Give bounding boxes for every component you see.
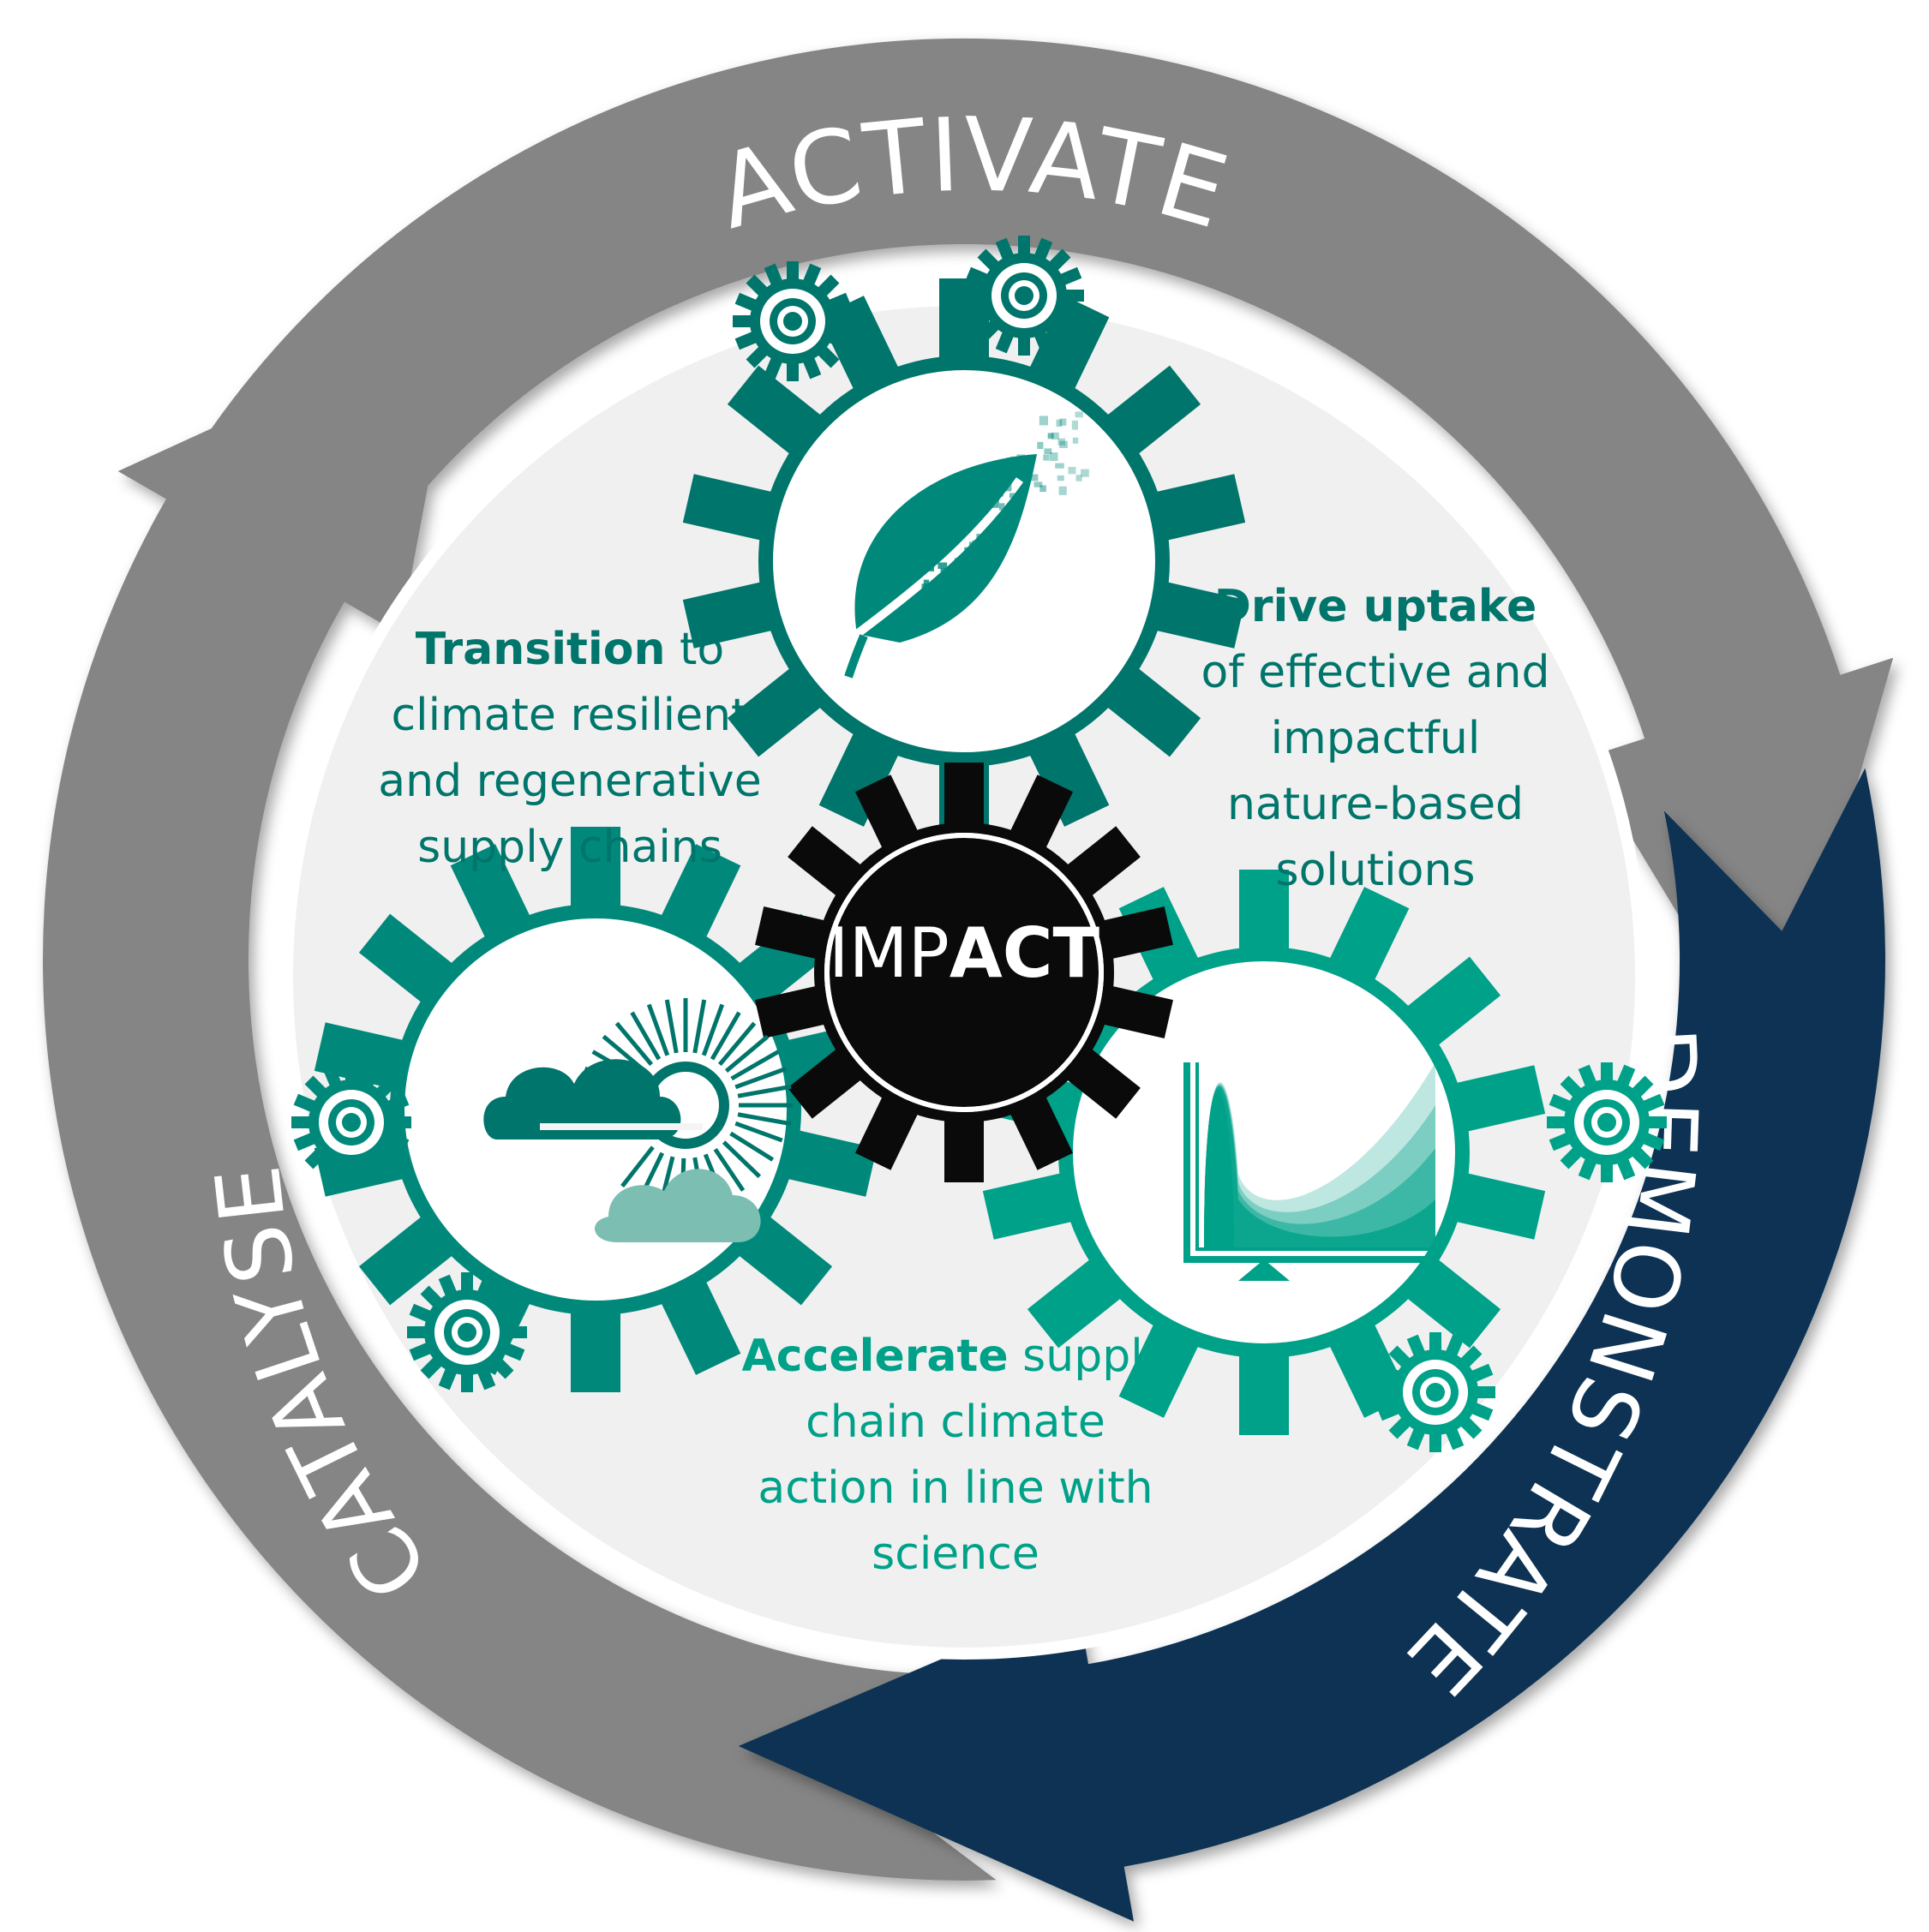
- hub-label: IMPACT: [829, 913, 1099, 993]
- small-cog-icon: [1547, 1062, 1667, 1182]
- statement-drive-uptake: Drive uptake of effective and impactful …: [1201, 581, 1549, 896]
- svg-text:Drive uptake: Drive uptake: [1214, 581, 1537, 632]
- ring-gray-arrows: [43, 38, 1894, 1881]
- svg-text:Accelerate supply: Accelerate supply: [742, 1331, 1170, 1382]
- leaf-icon: [844, 411, 1089, 679]
- small-cog-icon: [964, 236, 1084, 356]
- svg-text:action in line with: action in line with: [758, 1462, 1153, 1514]
- svg-text:nature-based: nature-based: [1227, 779, 1524, 830]
- distribution-chart-icon: [1183, 1062, 1435, 1281]
- statement-accelerate: Accelerate supply chain climate action i…: [742, 1331, 1170, 1580]
- statement-transition: Transition to climate resilient and rege…: [378, 624, 761, 873]
- svg-text:chain climate: chain climate: [806, 1397, 1105, 1448]
- svg-text:climate resilient: climate resilient: [392, 690, 749, 741]
- small-cog-icon: [1375, 1332, 1495, 1452]
- small-cog-icon: [407, 1272, 527, 1392]
- svg-text:supply chains: supply chains: [417, 822, 722, 873]
- cloud-sun-icon: [483, 998, 793, 1242]
- svg-text:solutions: solutions: [1275, 845, 1475, 896]
- svg-text:science: science: [872, 1528, 1039, 1580]
- arrow-activate: [150, 38, 1894, 1074]
- svg-text:Transition to: Transition to: [416, 624, 724, 675]
- svg-text:of effective and: of effective and: [1201, 647, 1549, 698]
- small-cog-icon: [733, 261, 853, 381]
- gear-hub: [755, 763, 1173, 1182]
- svg-text:and regenerative: and regenerative: [378, 756, 761, 807]
- arrow-catalyse: [43, 314, 997, 1881]
- small-cog-icon: [291, 1062, 411, 1182]
- svg-text:impactful: impactful: [1271, 713, 1481, 764]
